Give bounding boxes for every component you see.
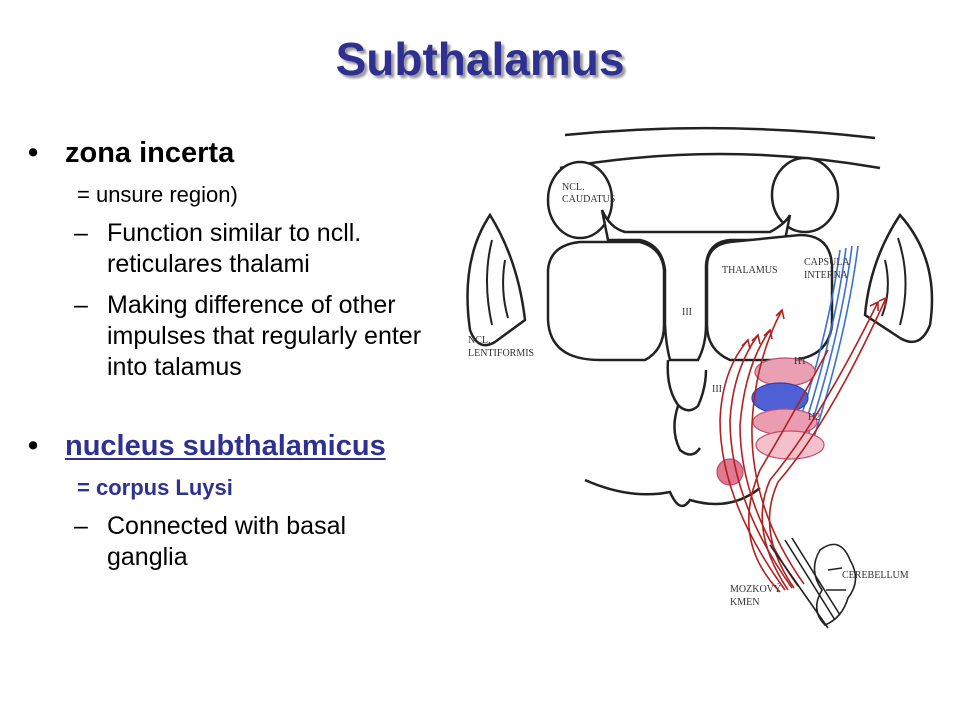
label-cerebellum: CEREBELLUM	[842, 570, 909, 581]
nucleus-blue	[751, 382, 809, 414]
nucleus-point-1-text: Connected with basal ganglia	[107, 512, 347, 571]
caudatus-left	[546, 160, 614, 240]
label-h1: H1	[794, 356, 806, 367]
nucleus-definition: = corpus Luysi	[77, 475, 233, 500]
nucleus-subthalamicus-link[interactable]: nucleus subthalamicus	[65, 430, 386, 462]
label-lentiformis-1: NCL.	[468, 335, 491, 346]
label-h2: H2	[808, 412, 820, 423]
label-caudatus-1: NCL.	[562, 182, 585, 193]
bullet-dot: •	[28, 137, 39, 169]
dash-marker: –	[74, 219, 88, 247]
bullet-dot: •	[28, 430, 39, 462]
label-brainstem-2: KMEN	[730, 597, 759, 608]
label-capsula-2: INTERNA	[804, 270, 849, 281]
label-ventricle-low: III	[712, 384, 722, 395]
bullet-zona-incerta: • zona incerta	[28, 136, 428, 170]
slide-title: Subthalamus	[335, 33, 625, 85]
lentiformis-left-inner2	[502, 259, 509, 319]
nucleus-point-1: – Connected with basal ganglia	[28, 511, 428, 573]
outline-top-arc	[564, 126, 876, 140]
lentiformis-left-inner	[486, 239, 493, 326]
label-ventricle: III	[682, 307, 692, 318]
outline-corpus-callosum	[559, 152, 881, 170]
zona-point-2: – Making difference of other impulses th…	[28, 290, 428, 383]
zona-point-2-text: Making difference of other impulses that…	[107, 291, 422, 381]
red-fiber-tracts	[719, 297, 887, 593]
dash-marker: –	[74, 291, 88, 319]
zona-point-1-text: Function similar to ncll. reticulares th…	[107, 219, 362, 278]
lentiformis-right-inner	[897, 237, 907, 326]
nucleus-red-lower	[755, 430, 825, 460]
thalamus-right	[705, 233, 834, 362]
subthalamus-diagram: NCL. CAUDATUS THALAMUS CAPSULA INTERNA I…	[466, 126, 934, 629]
bullet-list: • zona incerta = unsure region) – Functi…	[28, 136, 428, 573]
dash-marker: –	[74, 512, 88, 540]
fiber-arrowheads	[741, 296, 887, 350]
thalamus-left	[546, 240, 666, 362]
label-capsula-1: CAPSULA	[804, 257, 850, 268]
zona-definition: = unsure region)	[77, 182, 238, 207]
outline-midbrain	[584, 478, 761, 508]
lentiformis-right	[863, 212, 934, 344]
caudatus-right	[770, 156, 840, 234]
label-caudatus-2: CAUDATUS	[562, 194, 615, 205]
bullet-heading-zona: zona incerta	[65, 137, 235, 169]
cerebellum-shape	[769, 537, 857, 629]
zona-point-1: – Function similar to ncll. reticulares …	[28, 218, 428, 280]
label-lentiformis-2: LENTIFORMIS	[468, 348, 534, 359]
lentiformis-left	[466, 212, 527, 347]
label-thalamus: THALAMUS	[722, 265, 778, 276]
label-brainstem-1: MOZKOVÝ	[730, 583, 781, 595]
lentiformis-right-inner2	[881, 259, 889, 317]
bullet-nucleus-subthalamicus[interactable]: • nucleus subthalamicus	[28, 429, 428, 463]
outline-lower-body	[666, 359, 708, 456]
